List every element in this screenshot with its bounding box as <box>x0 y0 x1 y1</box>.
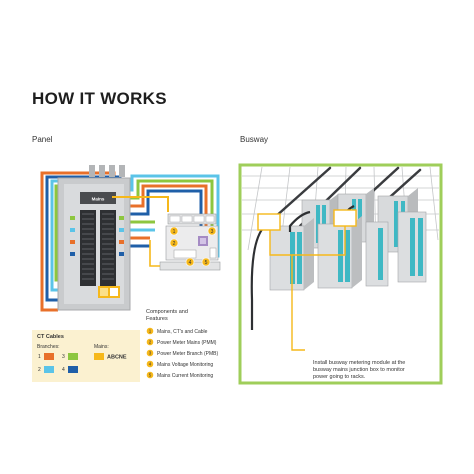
svg-text:Mains, CT's and Cable: Mains, CT's and Cable <box>157 329 208 335</box>
busway-illustration <box>238 163 443 385</box>
panel-section-label: Panel <box>32 135 53 144</box>
components-heading-line1: Components and <box>146 309 188 315</box>
svg-text:3: 3 <box>211 229 214 235</box>
svg-text:Power Meter Mains (PMM): Power Meter Mains (PMM) <box>157 340 217 346</box>
breaker-columns <box>80 210 116 286</box>
svg-text:5: 5 <box>149 373 152 378</box>
legend-mains-value: ABCNE <box>107 355 127 361</box>
svg-text:Mains Voltage Monitoring: Mains Voltage Monitoring <box>157 362 213 368</box>
mains-breaker-label: Mains <box>92 197 105 202</box>
panel-conduits <box>89 165 125 177</box>
mains-ct-cable <box>112 196 169 212</box>
component-item: 4 Mains Voltage Monitoring <box>146 360 213 368</box>
svg-text:4: 4 <box>149 362 152 367</box>
ct-cable-dark-blue-right <box>128 189 203 230</box>
component-item: 2 Power Meter Mains (PMM) <box>146 338 217 346</box>
component-item: 5 Mains Current Monitoring <box>146 371 213 379</box>
svg-text:busway mains junction box to m: busway mains junction box to monitor <box>313 367 405 373</box>
rack <box>397 211 427 283</box>
svg-text:3: 3 <box>149 351 152 356</box>
svg-text:Install busway metering module: Install busway metering module at the <box>313 360 405 366</box>
ct-cable-orange-right <box>128 184 208 244</box>
legend-mains-label: Mains: <box>94 344 109 350</box>
callout-line <box>292 226 346 256</box>
svg-text:2: 2 <box>149 340 152 345</box>
page-title: HOW IT WORKS <box>32 89 167 108</box>
svg-text:2: 2 <box>173 241 176 247</box>
rack <box>269 218 314 291</box>
mains-breaker <box>80 192 116 204</box>
legend-branches-label: Branches: <box>37 344 60 350</box>
svg-text:Mains Current Monitoring: Mains Current Monitoring <box>157 373 213 379</box>
legend-title: CT Cables <box>37 334 64 340</box>
legend-swatch-green <box>68 353 78 360</box>
legend-swatch-orange <box>44 353 54 360</box>
panel-illustration: Mains <box>40 165 221 312</box>
callout-5: 5 <box>201 257 211 267</box>
diagram-callouts: 1 2 3 4 5 <box>169 226 217 267</box>
legend-swatch-light-blue <box>44 366 54 373</box>
panel-ct-markers <box>70 216 124 256</box>
svg-text:Power Meter Branch (PMB): Power Meter Branch (PMB) <box>157 351 218 357</box>
ct-cables-legend: CT Cables Branches: Mains: 1 3 2 4 ABCNE <box>32 330 140 382</box>
callout-4: 4 <box>185 257 195 267</box>
legend-swatch-dark-blue <box>68 366 78 373</box>
svg-text:1: 1 <box>149 329 152 334</box>
component-item: 1 Mains, CT's and Cable <box>146 327 208 335</box>
components-heading-line2: Features <box>146 316 168 322</box>
components-list: Components and Features 1 Mains, CT's an… <box>146 309 218 379</box>
svg-text:5: 5 <box>205 260 208 266</box>
busway-caption: Install busway metering module at the bu… <box>313 360 405 380</box>
callout-2: 2 <box>169 238 179 248</box>
svg-text:power going to racks.: power going to racks. <box>313 374 366 380</box>
callout-1: 1 <box>169 226 179 236</box>
svg-text:1: 1 <box>173 229 176 235</box>
junction-boxes <box>257 209 357 231</box>
legend-branch-num: 3 <box>62 354 65 360</box>
rack <box>365 221 389 287</box>
busway-junction-box <box>333 209 357 227</box>
component-item: 3 Power Meter Branch (PMB) <box>146 349 218 357</box>
busway-section-label: Busway <box>240 135 269 144</box>
svg-text:4: 4 <box>189 260 192 266</box>
busway-junction-box <box>257 213 281 231</box>
legend-branch-num: 2 <box>38 367 41 373</box>
legend-branch-num: 4 <box>62 367 65 373</box>
rack <box>317 216 362 289</box>
legend-swatch-yellow <box>94 353 104 360</box>
legend-branch-num: 1 <box>38 354 41 360</box>
callout-3: 3 <box>207 226 217 236</box>
